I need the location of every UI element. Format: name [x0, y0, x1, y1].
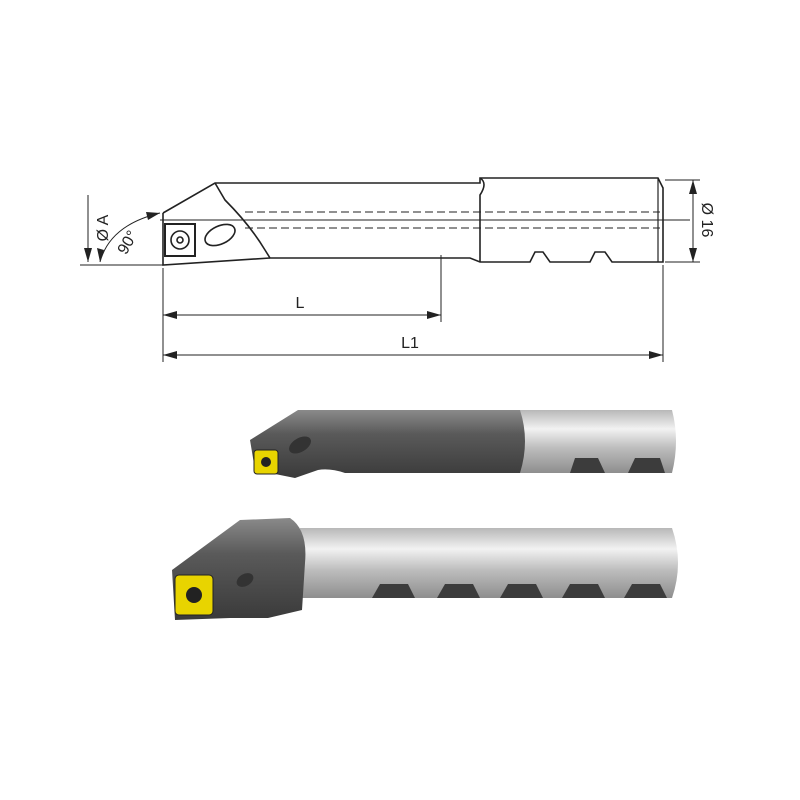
dimension-arrows [84, 180, 697, 359]
tool-render-small [250, 410, 676, 478]
tool-render-large [172, 518, 678, 620]
insert-schematic [164, 223, 196, 257]
length-l-label: L [296, 295, 305, 312]
length-l1-label: L1 [401, 335, 419, 352]
diameter-shank-label: Ø 16 [698, 203, 715, 238]
diameter-a-label: Ø A [95, 214, 112, 241]
technical-drawing [80, 177, 700, 362]
